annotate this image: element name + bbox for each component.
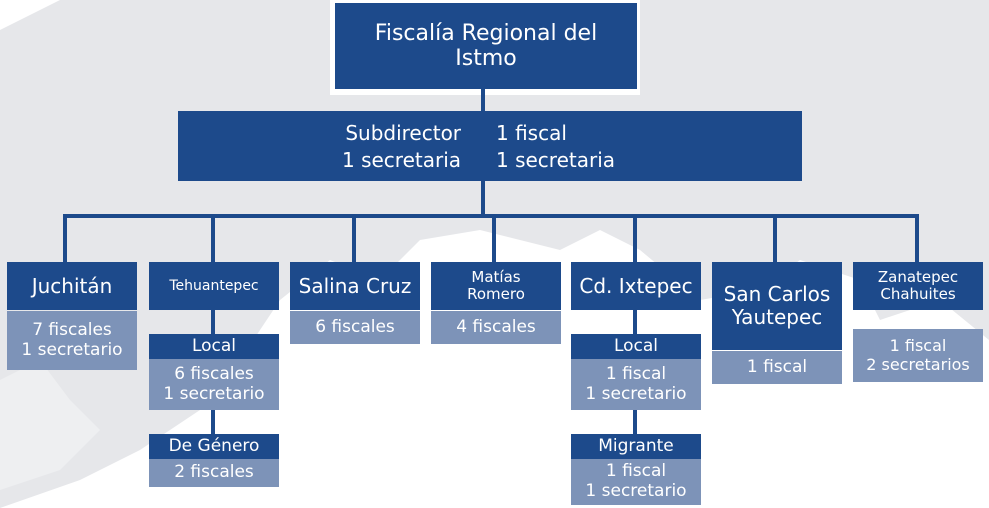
branch-matias-romero-detail: 4 fiscales — [431, 311, 561, 344]
subdirector-right-line1: 1 fiscal — [496, 121, 567, 145]
ixtepec-local-detail-line1: 1 fiscal — [605, 363, 667, 384]
tehuantepec-local-detail: 6 fiscales 1 secretario — [149, 359, 279, 410]
subdirector-left-line2: 1 secretaria — [342, 148, 462, 172]
ixtepec-local-detail: 1 fiscal 1 secretario — [571, 359, 701, 410]
tehuantepec-genero-detail-line1: 2 fiscales — [174, 462, 254, 483]
branch-zanatepec-title-line1: Zanatepec — [877, 267, 959, 286]
tehuantepec-genero-detail: 2 fiscales — [149, 459, 279, 487]
tehuantepec-genero-title: De Género — [168, 435, 260, 456]
connector-drop-cd-ixtepec — [633, 214, 637, 262]
branch-juchitan-detail-line1: 7 fiscales — [32, 319, 112, 340]
branch-cd-ixtepec-header: Cd. Ixtepec — [571, 262, 701, 310]
branch-matias-romero-detail-line1: 4 fiscales — [456, 316, 536, 337]
ixtepec-local-title: Local — [613, 335, 659, 356]
branch-san-carlos-header: San Carlos Yautepec — [712, 262, 842, 350]
branch-san-carlos-title-line1: San Carlos — [723, 282, 831, 306]
branch-matias-romero-title-line1: Matías — [471, 267, 521, 286]
branch-juchitan-detail: 7 fiscales 1 secretario — [7, 311, 137, 370]
tehuantepec-local-header: Local — [149, 334, 279, 359]
branch-zanatepec-detail: 1 fiscal 2 secretarios — [853, 329, 983, 382]
branch-juchitan-header: Juchitán — [7, 262, 137, 310]
connector-top-to-subdirector — [481, 88, 485, 112]
connector-drop-zanatepec — [915, 214, 919, 262]
connector-drop-matias-romero — [492, 214, 496, 262]
map-silhouette-lower — [0, 360, 100, 490]
top-title-line2: Istmo — [455, 46, 517, 71]
branch-zanatepec-header: Zanatepec Chahuites — [853, 262, 983, 310]
connector-drop-tehuantepec — [211, 214, 215, 262]
top-title-line1: Fiscalía Regional del — [374, 20, 598, 46]
branch-tehuantepec-title: Tehuantepec — [169, 277, 259, 294]
tehuantepec-genero-header: De Género — [149, 434, 279, 459]
connector-drop-san-carlos — [773, 214, 777, 262]
tehuantepec-local-detail-line2: 1 secretario — [163, 383, 265, 404]
connector-drop-salina-cruz — [352, 214, 356, 262]
ixtepec-migrante-detail-line2: 1 secretario — [585, 481, 687, 501]
subdirector-box: Subdirector 1 secretaria 1 fiscal 1 secr… — [178, 111, 802, 181]
tehuantepec-local-detail-line1: 6 fiscales — [174, 363, 254, 384]
subdirector-left-col: Subdirector 1 secretaria — [342, 120, 461, 174]
connector-horizontal-bar — [63, 214, 919, 218]
branch-san-carlos-detail: 1 fiscal — [712, 351, 842, 384]
connector-tehuantepec-sub — [211, 310, 215, 334]
connector-ixtepec-migrante — [633, 410, 637, 434]
branch-salina-cruz-detail: 6 fiscales — [290, 311, 420, 344]
branch-san-carlos-detail-line1: 1 fiscal — [746, 356, 808, 377]
branch-tehuantepec-header: Tehuantepec — [149, 262, 279, 310]
branch-juchitan-title: Juchitán — [31, 273, 113, 298]
branch-salina-cruz-header: Salina Cruz — [290, 262, 420, 310]
branch-zanatepec-detail-line1: 1 fiscal — [889, 336, 947, 356]
branch-salina-cruz-title: Salina Cruz — [298, 273, 412, 298]
ixtepec-local-header: Local — [571, 334, 701, 359]
ixtepec-migrante-header: Migrante — [571, 434, 701, 459]
ixtepec-local-detail-line2: 1 secretario — [585, 383, 687, 404]
tehuantepec-local-title: Local — [191, 335, 237, 356]
connector-tehuantepec-genero — [211, 410, 215, 434]
top-box-fiscalia: Fiscalía Regional del Istmo — [335, 3, 637, 89]
branch-zanatepec-title-line2: Chahuites — [880, 285, 956, 303]
connector-ixtepec-sub — [633, 310, 637, 334]
ixtepec-migrante-detail-line1: 1 fiscal — [605, 461, 667, 482]
connector-subdirector-down — [481, 180, 485, 216]
subdirector-right-col: 1 fiscal 1 secretaria — [496, 120, 615, 174]
branch-salina-cruz-detail-line1: 6 fiscales — [315, 316, 395, 337]
branch-juchitan-detail-line2: 1 secretario — [21, 339, 123, 360]
branch-zanatepec-detail-line2: 2 secretarios — [866, 354, 970, 374]
connector-drop-juchitan — [63, 214, 67, 262]
branch-matias-romero-header: Matías Romero — [431, 262, 561, 310]
ixtepec-migrante-title: Migrante — [598, 435, 674, 456]
subdirector-right-line2: 1 secretaria — [496, 148, 616, 172]
subdirector-left-line1: Subdirector — [345, 121, 462, 145]
branch-cd-ixtepec-title: Cd. Ixtepec — [579, 273, 693, 298]
branch-matias-romero-title-line2: Romero — [467, 285, 525, 303]
ixtepec-migrante-detail: 1 fiscal 1 secretario — [571, 459, 701, 505]
branch-san-carlos-title-line2: Yautepec — [731, 305, 823, 329]
